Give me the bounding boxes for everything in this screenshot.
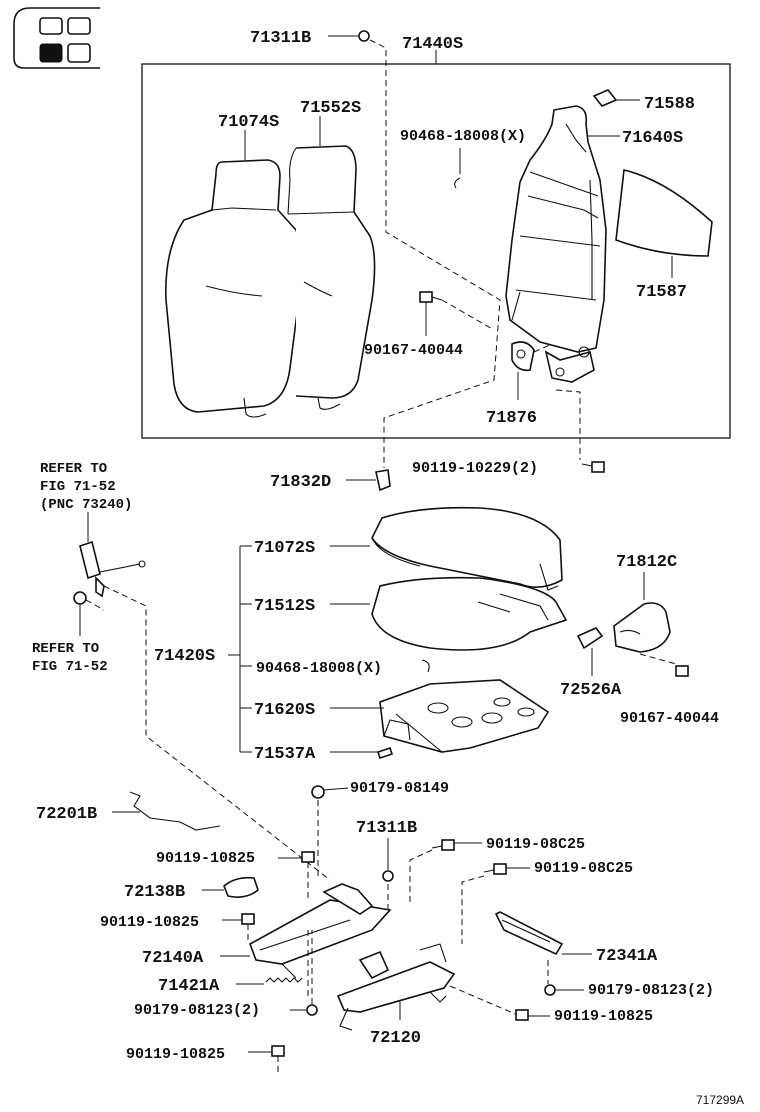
cover-72341A	[494, 911, 592, 984]
label-90119-10825-a: 90119-10825	[156, 850, 255, 867]
seatback-board	[615, 169, 713, 278]
diagram-code: 717299A	[696, 1093, 744, 1107]
clip-71832D	[346, 469, 391, 492]
part-labels: 71311B 71440S 71074S 71552S 71588 90468-…	[36, 29, 719, 1063]
bolt-90119-10825-b	[222, 913, 255, 944]
bolt-90119-10825-a	[278, 851, 315, 900]
label-90119-10229: 90119-10229(2)	[412, 460, 538, 477]
seat-track-left	[220, 883, 392, 979]
label-71876: 71876	[486, 409, 537, 428]
seatback-frame	[505, 105, 620, 383]
label-90179-08123-a: 90179-08123(2)	[134, 1002, 260, 1019]
lever-knob	[576, 627, 604, 676]
label-71311B-top: 71311B	[250, 29, 311, 48]
seatback-pad	[287, 116, 376, 410]
label-71552S: 71552S	[300, 99, 361, 118]
label-72138B: 72138B	[124, 883, 185, 902]
label-72201B: 72201B	[36, 805, 97, 824]
bolt-90119-10825-c	[515, 1009, 550, 1021]
label-90119-08C25-b: 90119-08C25	[534, 860, 633, 877]
frame-pad-71588	[592, 89, 640, 107]
wire-72201B	[112, 791, 221, 831]
bolt-90119-10229	[555, 389, 605, 473]
label-71074S: 71074S	[218, 113, 279, 132]
svg-text:FIG 71-52: FIG 71-52	[40, 479, 116, 495]
label-72341A: 72341A	[596, 947, 658, 966]
cushion-pad	[371, 576, 568, 651]
label-71421A: 71421A	[158, 977, 220, 996]
spring-71421A	[236, 977, 303, 985]
label-90468-back: 90468-18008(X)	[400, 128, 526, 145]
seat-location-icon	[13, 7, 100, 69]
side-cover	[613, 572, 689, 677]
label-72140A: 72140A	[142, 949, 204, 968]
label-71537A: 71537A	[254, 745, 316, 764]
label-90167-back: 90167-40044	[364, 342, 463, 359]
label-71420S: 71420S	[154, 647, 215, 666]
bolt-90119-08C25-b	[461, 863, 530, 944]
refer-callout-1: REFER TO FIG 71-52 (PNC 73240)	[40, 461, 132, 513]
seatback-cover	[165, 130, 303, 418]
label-71512S: 71512S	[254, 597, 315, 616]
cushion-pin	[376, 746, 394, 760]
label-72526A: 72526A	[560, 681, 622, 700]
label-71587: 71587	[636, 283, 687, 302]
label-90167-cushion: 90167-40044	[620, 710, 719, 727]
label-71440S: 71440S	[402, 35, 463, 54]
label-90119-10825-b: 90119-10825	[100, 914, 199, 931]
label-71311B-mid: 71311B	[356, 819, 417, 838]
svg-text:REFER TO: REFER TO	[40, 461, 107, 477]
bolt-90119-08C25-a	[409, 839, 482, 904]
recliner-cover	[511, 341, 553, 400]
cushion-cover	[371, 506, 563, 591]
assembly-bracket-71420S	[228, 545, 384, 753]
seat-track-right	[336, 943, 521, 1031]
label-71812C: 71812C	[616, 553, 677, 572]
back-clip	[454, 148, 461, 189]
label-71072S: 71072S	[254, 539, 315, 558]
svg-text:FIG 71-52: FIG 71-52	[32, 659, 108, 675]
cushion-clip	[421, 659, 430, 673]
label-90119-10825-d: 90119-10825	[126, 1046, 225, 1063]
label-71620S: 71620S	[254, 701, 315, 720]
nut-90179-08123-a	[290, 930, 318, 1016]
nut-90179-08149	[311, 785, 349, 880]
svg-text:REFER TO: REFER TO	[32, 641, 99, 657]
back-bolt	[419, 291, 495, 336]
label-90119-10825-c: 90119-10825	[554, 1008, 653, 1025]
label-90179-08123-b: 90179-08123(2)	[588, 982, 714, 999]
label-90119-08C25-a: 90119-08C25	[486, 836, 585, 853]
label-90468-cushion: 90468-18008(X)	[256, 660, 382, 677]
seatbelt-buckle	[73, 512, 331, 881]
label-72120: 72120	[370, 1029, 421, 1048]
bolt-71311B-mid	[382, 838, 394, 882]
refer-callout-2: REFER TO FIG 71-52	[32, 641, 108, 675]
top-bolt-71311B	[328, 30, 501, 468]
label-71832D: 71832D	[270, 473, 331, 492]
cushion-frame	[379, 679, 550, 753]
label-90179-08149: 90179-08149	[350, 780, 449, 797]
svg-text:(PNC 73240): (PNC 73240)	[40, 497, 132, 513]
nut-90179-08123-b	[544, 984, 584, 996]
label-71588: 71588	[644, 95, 695, 114]
label-71640S: 71640S	[622, 129, 683, 148]
bolt-90119-10825-d	[248, 1045, 285, 1076]
cover-72138B	[202, 876, 259, 898]
